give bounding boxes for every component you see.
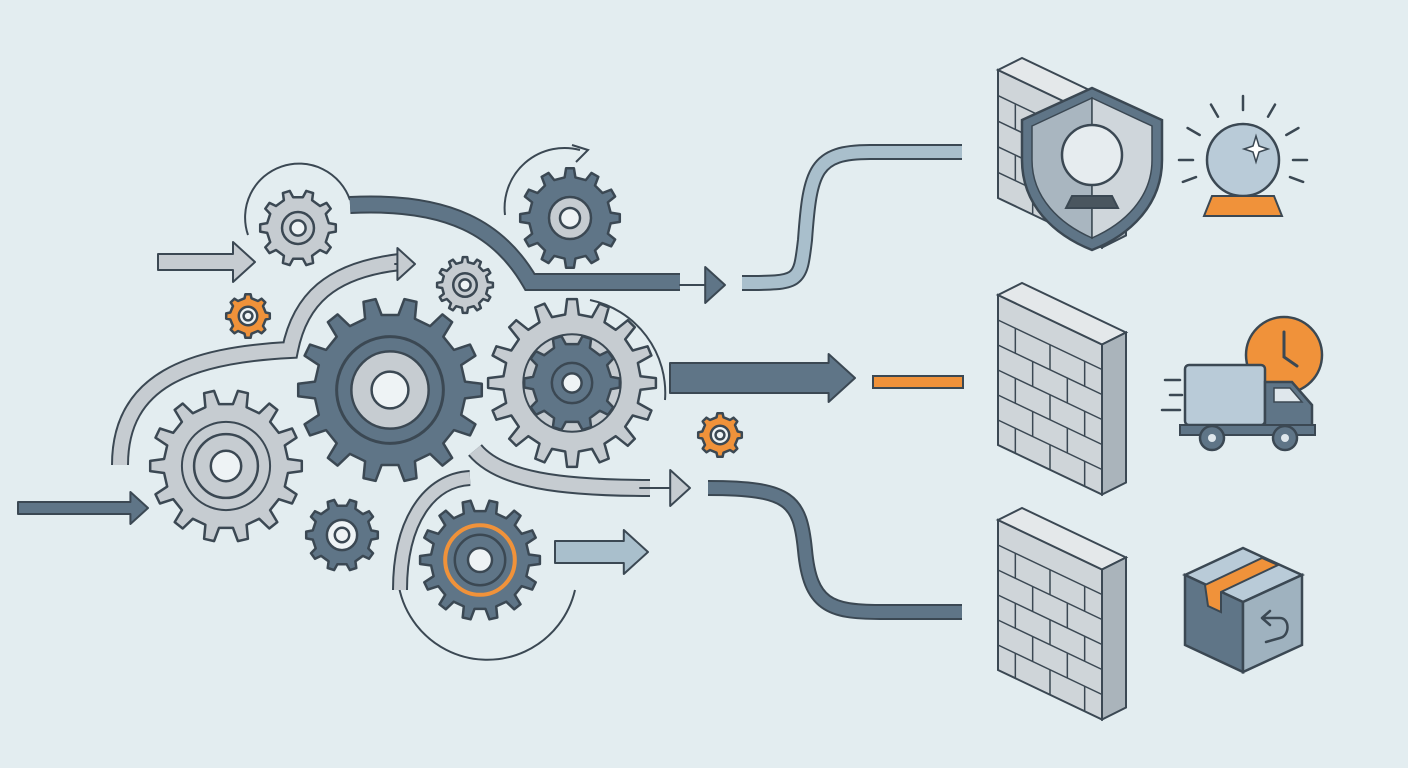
gear-icon (148, 389, 304, 543)
gear-hole (370, 370, 410, 410)
connector-top-outline (741, 144, 962, 291)
left-curve-band (113, 255, 401, 466)
gear-hole (558, 206, 582, 230)
connector-top (741, 146, 962, 289)
gear-hole (333, 526, 351, 544)
secondary-output-arrow (554, 529, 649, 575)
outcome-icons (1020, 86, 1324, 674)
gears-icon (148, 166, 744, 621)
ball-base (1202, 195, 1284, 217)
delivery-truck-clock-icon (1160, 315, 1324, 452)
input-arrow-bottom (17, 491, 149, 525)
truck-chassis (1179, 424, 1316, 436)
gear-hole (289, 219, 307, 237)
box-tape (1203, 556, 1281, 614)
ray (1186, 126, 1201, 137)
lower-curve-arrowhead (639, 469, 691, 507)
ball (1205, 122, 1281, 198)
gear-icon (418, 499, 542, 621)
gear-icon (696, 411, 744, 459)
brick-line (997, 569, 1103, 621)
gear-icon (258, 189, 338, 267)
gear-icon (296, 297, 484, 483)
gear-ring (443, 523, 517, 597)
wall-side (1101, 330, 1127, 497)
gear-icon (522, 334, 622, 432)
brick-wall-icon (995, 506, 1129, 722)
flow-arrows (17, 144, 964, 661)
truck-cargo (1183, 363, 1267, 427)
connector-bottom (707, 482, 962, 618)
gear-halo (244, 162, 351, 236)
wall-side (1101, 555, 1127, 722)
clock-hands (1282, 330, 1299, 368)
truck-window (1273, 387, 1304, 403)
crystal-ball-icon (1177, 94, 1309, 217)
return-box-icon (1182, 546, 1306, 674)
rotate-arc (503, 147, 581, 216)
crystal-ball (1060, 123, 1124, 187)
gear-hole (209, 449, 243, 483)
ray (1288, 175, 1305, 184)
return-arrow-icon (1260, 609, 1289, 644)
wheel-hub (1208, 434, 1216, 442)
gear-hole (458, 278, 472, 292)
brick-line (997, 344, 1103, 396)
gear-icon (224, 292, 272, 340)
upper-flow-band (349, 197, 680, 289)
wheel-hub (1281, 434, 1289, 442)
sparkle-icon (1241, 133, 1271, 165)
input-arrow-top (157, 241, 256, 283)
brick-line (997, 619, 1103, 671)
gear-hole (466, 546, 494, 574)
gear-icon (518, 166, 622, 270)
lower-curve-band (469, 445, 651, 495)
gear-hole (561, 372, 583, 394)
gear-ring (180, 420, 272, 512)
gear-icon (304, 498, 380, 572)
ray (1266, 103, 1277, 118)
main-output-arrow (669, 353, 856, 403)
brick-line (997, 394, 1103, 446)
shield-crystal-ball-icon (1020, 86, 1164, 252)
left-curve-arrowhead (394, 247, 416, 281)
gear-hole (242, 310, 254, 322)
connector-middle (872, 375, 964, 389)
ray (1181, 175, 1198, 184)
small-curve-band (394, 472, 471, 591)
rotate-arrowhead (571, 144, 590, 163)
gear-icon (435, 255, 495, 315)
upper-flow-arrowhead (679, 266, 726, 304)
crystal-ball-base (1064, 195, 1120, 209)
ray (1285, 126, 1300, 137)
ray (1209, 103, 1220, 118)
connector-bottom-outline (707, 480, 962, 620)
brick-wall-icon (995, 281, 1129, 497)
gear-hole (714, 429, 726, 441)
box-right (1241, 573, 1304, 674)
